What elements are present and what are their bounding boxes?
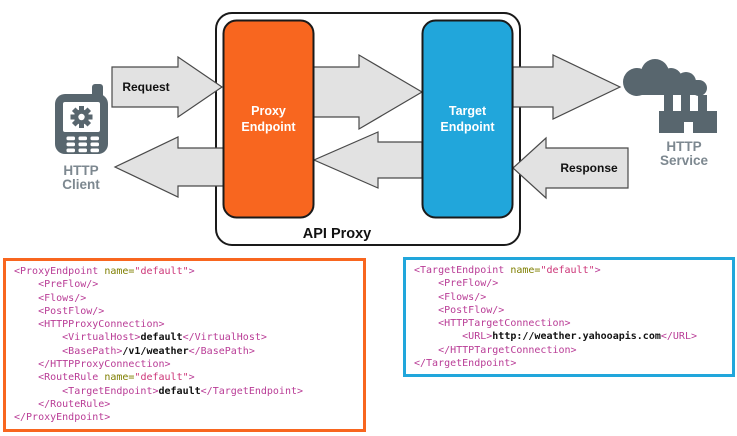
code-line: <Flows/> bbox=[414, 291, 487, 303]
flow-diagram: Request Response Proxy Endpoint Target E… bbox=[55, 12, 717, 246]
code-line: <TargetEndpoint>default</TargetEndpoint> bbox=[14, 385, 304, 397]
response-arrow bbox=[512, 136, 629, 200]
target-endpoint-label-line1: Target bbox=[449, 104, 487, 118]
factory-door bbox=[684, 122, 693, 133]
code-line: <Flows/> bbox=[14, 292, 87, 304]
gear-icon bbox=[70, 106, 93, 128]
http-client-phone-icon bbox=[55, 84, 108, 154]
code-line: <RouteRule name="default"> bbox=[14, 372, 195, 384]
code-line: <PostFlow/> bbox=[414, 304, 505, 316]
http-service-label-line2: Service bbox=[660, 153, 709, 168]
http-client-label-line2: Client bbox=[62, 177, 100, 192]
code-line: </ProxyEndpoint> bbox=[14, 412, 111, 424]
code-line: </TargetEndpoint> bbox=[414, 358, 517, 370]
api-proxy-label: API Proxy bbox=[303, 226, 372, 242]
proxy-to-target-arrow bbox=[312, 53, 424, 131]
response-to-client-arrow bbox=[113, 136, 225, 198]
code-line: </HTTPTargetConnection> bbox=[414, 344, 577, 356]
proxy-endpoint-label-line2: Endpoint bbox=[241, 120, 296, 134]
target-endpoint-box bbox=[421, 19, 514, 219]
code-line: <HTTPTargetConnection> bbox=[414, 318, 571, 330]
code-line: <PostFlow/> bbox=[14, 305, 105, 317]
request-arrow-label: Request bbox=[122, 80, 169, 94]
code-line: <PreFlow/> bbox=[14, 279, 99, 291]
proxy-to-service-arrow bbox=[512, 54, 622, 120]
code-line: <TargetEndpoint name="default"> bbox=[414, 265, 601, 276]
http-service-factory-icon bbox=[623, 59, 717, 133]
code-line: <HTTPProxyConnection> bbox=[14, 319, 165, 331]
proxy-endpoint-code-block: <ProxyEndpoint name="default"> <PreFlow/… bbox=[3, 258, 366, 432]
code-line: <URL>http://weather.yahooapis.com</URL> bbox=[414, 331, 697, 343]
http-client-label-line1: HTTP bbox=[63, 163, 98, 178]
code-line: <VirtualHost>default</VirtualHost> bbox=[14, 332, 267, 344]
response-arrow-label: Response bbox=[560, 161, 618, 175]
code-line: </HTTPProxyConnection> bbox=[14, 359, 171, 371]
target-endpoint-label-line2: Endpoint bbox=[440, 120, 495, 134]
code-line: <BasePath>/v1/weather</BasePath> bbox=[14, 345, 255, 357]
code-line: </RouteRule> bbox=[14, 398, 111, 410]
target-endpoint-code-block: <TargetEndpoint name="default"> <PreFlow… bbox=[403, 257, 735, 378]
http-service-label-line1: HTTP bbox=[666, 139, 701, 154]
smoke-cloud bbox=[623, 59, 707, 96]
proxy-endpoint-box bbox=[222, 19, 315, 219]
code-line: <ProxyEndpoint name="default"> bbox=[14, 266, 195, 277]
request-arrow bbox=[111, 55, 224, 119]
proxy-endpoint-label-line1: Proxy bbox=[251, 104, 286, 118]
phone-keypad bbox=[66, 136, 99, 153]
target-to-proxy-arrow bbox=[312, 131, 423, 189]
code-line: <PreFlow/> bbox=[414, 278, 499, 290]
